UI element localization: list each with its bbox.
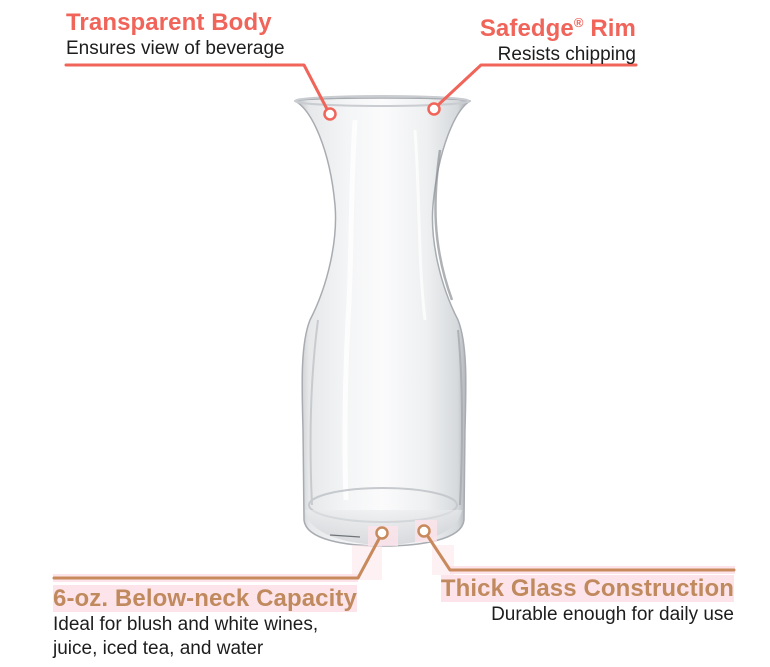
callout-title-prefix: Safedge	[479, 15, 574, 42]
leader-line-transparent-body	[64, 63, 337, 121]
callout-dot-icon	[375, 526, 389, 540]
callout-title: 6-oz. Below-neck Capacity	[53, 585, 357, 613]
callout-title: Safedge® Rim	[480, 9, 636, 43]
callout-transparent-body: Transparent Body Ensures view of beverag…	[66, 9, 285, 61]
leader-line-safedge-rim	[427, 63, 638, 116]
callout-dot-icon	[323, 107, 337, 121]
callout-thick-glass: Thick Glass Construction Durable enough …	[440, 575, 734, 627]
callout-description-line-1: Ideal for blush and white wines,	[53, 614, 319, 635]
callout-title-suffix: Rim	[583, 15, 636, 42]
callout-description-line-2: juice, iced tea, and water	[53, 638, 264, 659]
callout-capacity: 6-oz. Below-neck Capacity Ideal for blus…	[53, 585, 357, 661]
leader-line-capacity	[52, 526, 389, 582]
callout-dot-icon	[427, 102, 441, 116]
leader-line-thick-glass	[417, 524, 736, 574]
callout-description: Resists chipping	[497, 44, 636, 65]
carafe-glass	[293, 95, 472, 547]
callout-description: Ensures view of beverage	[66, 38, 285, 59]
callout-title: Transparent Body	[66, 9, 272, 36]
callout-title-text: 6-oz. Below-neck Capacity	[53, 585, 357, 612]
callout-description: Durable enough for daily use	[491, 604, 734, 625]
callout-dot-icon	[417, 524, 431, 538]
callout-title: Thick Glass Construction	[440, 575, 734, 603]
registered-trademark-icon: ®	[573, 15, 584, 30]
callout-title-text: Thick Glass Construction	[440, 575, 734, 602]
callout-safedge-rim: Safedge® Rim Resists chipping	[480, 9, 636, 67]
